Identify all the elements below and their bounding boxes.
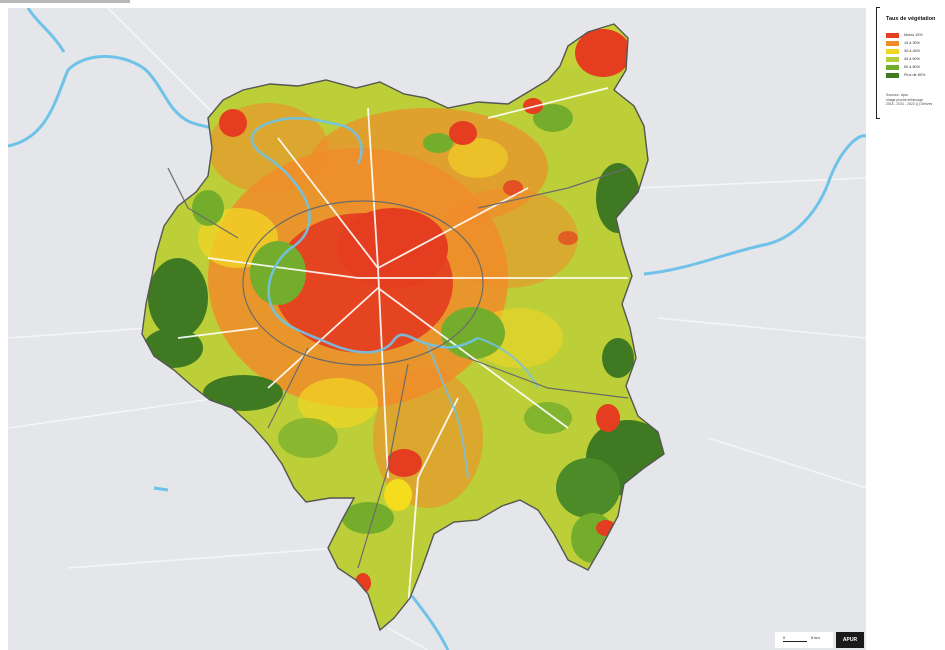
source-line: Sources : Apur	[886, 93, 909, 97]
legend-item: 60 à 80%	[886, 63, 925, 71]
map-canvas	[8, 8, 866, 650]
scale-bar: 0 5 km	[775, 632, 833, 648]
legend-item: Moins 15%	[886, 31, 925, 39]
legend-swatch	[886, 64, 899, 70]
legend-swatch	[886, 40, 899, 46]
vegetation-zones	[142, 29, 664, 630]
scale-start-label: 0	[783, 635, 786, 640]
legend-swatch	[886, 72, 899, 78]
marne-river	[427, 345, 469, 479]
legend-item: Plus de 80%	[886, 71, 925, 79]
legend-label: 60 à 80%	[904, 65, 921, 69]
river-branch	[477, 337, 539, 389]
legend-swatch	[886, 32, 899, 38]
legend-label: 15 à 30%	[904, 41, 921, 45]
legend-item: 30 à 45%	[886, 47, 925, 55]
publisher-badge: APUR	[836, 632, 864, 648]
legend-title: Taux de végétation	[886, 16, 936, 22]
scale-end-label: 5 km	[811, 635, 820, 640]
outer-roads	[8, 8, 866, 650]
outer-rivers	[8, 8, 866, 650]
source-line: Image proche infrarouge	[886, 97, 923, 102]
vegetation-map[interactable]	[8, 8, 866, 650]
scale-line	[783, 641, 807, 642]
legend-item: 45 à 60%	[886, 55, 925, 63]
legend-items: Moins 15% 15 à 30% 30 à 45% 45 à 60% 60 …	[886, 31, 925, 79]
source-line: 2018 - 2021 - 2022 (L) Dérivés	[886, 102, 933, 107]
legend-item: 15 à 30%	[886, 39, 925, 47]
boundaries	[167, 167, 629, 569]
seine-river	[250, 116, 479, 354]
legend-label: Plus de 80%	[904, 73, 926, 77]
legend-label: Moins 15%	[904, 33, 923, 37]
map-legend: Taux de végétation Moins 15% 15 à 30% 30…	[876, 7, 944, 119]
legend-bracket	[876, 7, 880, 119]
legend-swatch	[886, 48, 899, 54]
legend-source: Sources : Apur Image proche infrarouge 2…	[886, 93, 932, 107]
legend-label: 30 à 45%	[904, 49, 921, 53]
legend-swatch	[886, 56, 899, 62]
top-rule	[0, 0, 130, 3]
legend-label: 45 à 60%	[904, 57, 921, 61]
